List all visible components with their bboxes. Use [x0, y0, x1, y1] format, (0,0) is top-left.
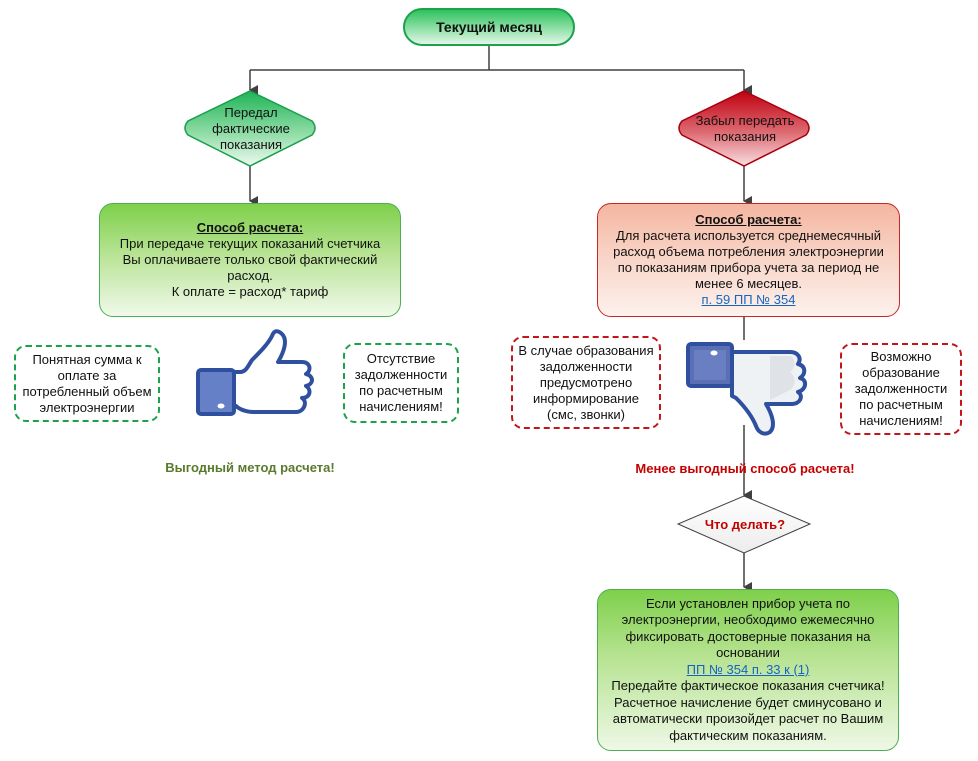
action-line: Если установлен прибор учета по [645, 595, 851, 611]
decision-left-shape [184, 90, 316, 167]
note-right-possible-debt: Возможно образование задолженности по ра… [840, 343, 962, 435]
verdict-right: Менее выгодный способ расчета! [610, 459, 880, 477]
decision-right-label: Забыл передать показания [695, 113, 795, 144]
note-right-right-text: Возможно образование задолженности по ра… [854, 349, 948, 428]
start-label: Текущий месяц [436, 19, 542, 35]
method-right-line: Для расчета используется среднемесячный [615, 228, 882, 243]
question-label: Что делать? [704, 516, 786, 532]
method-right-line: расход объема потребления электроэнергии [613, 244, 884, 259]
verdict-right-text: Менее выгодный способ расчета! [635, 460, 855, 476]
method-right-title: Способ расчета: [695, 212, 802, 227]
method-box-left: Способ расчета: При передаче текущих пок… [99, 203, 401, 317]
thumbs-up-icon [196, 329, 314, 416]
verdict-left-text: Выгодный метод расчета! [165, 459, 335, 475]
action-line: фиксировать достоверные показания на [625, 628, 871, 644]
method-box-right: Способ расчета: Для расчета используется… [597, 203, 900, 317]
question-node: Что делать? [690, 512, 800, 536]
action-line: основании [716, 645, 780, 661]
action-link[interactable]: ПП № 354 п. 33 к (1) [686, 661, 810, 677]
decision-right: Забыл передать показания [682, 100, 808, 158]
action-line: электроэнергии, необходимо ежемесячно [621, 612, 875, 628]
thumbs-down-icon [686, 342, 807, 436]
method-right-link[interactable]: п. 59 ПП № 354 [701, 292, 796, 307]
method-left-line: расход. [227, 268, 273, 283]
action-line: автоматически произойдет расчет по Вашим [612, 711, 884, 727]
action-line: Расчетное начисление будет сминусовано и [614, 694, 882, 710]
decision-left-label: Передал фактические показания [212, 105, 290, 152]
connectors [249, 46, 752, 592]
method-left-line: При передаче текущих показаний счетчика [119, 236, 381, 251]
note-left-understandable-sum: Понятная сумма к оплате за потребленный … [14, 345, 160, 422]
note-left-text: Понятная сумма к оплате за потребленный … [22, 351, 152, 415]
method-right-line: по показаниям прибора учета за период не [617, 260, 880, 275]
method-left-title: Способ расчета: [196, 220, 304, 235]
note-right-notification: В случае образования задолженности преду… [511, 336, 661, 429]
action-line: Передайте фактическое показания счетчика… [611, 678, 885, 694]
method-right-line: менее 6 месяцев. [694, 276, 802, 291]
verdict-left: Выгодный метод расчета! [120, 458, 380, 476]
method-left-line: К оплате = расход* тариф [171, 284, 329, 299]
start-node: Текущий месяц [403, 8, 575, 46]
method-left-line: Вы оплачиваете только свой фактический [122, 252, 378, 267]
action-box: Если установлен прибор учета по электроэ… [597, 589, 899, 751]
note-left-no-debt: Отсутствие задолженности по расчетным на… [343, 343, 459, 423]
decision-right-shape [678, 90, 810, 167]
action-line: фактическим показаниям. [669, 727, 827, 743]
question-shape [676, 495, 812, 554]
decision-left: Передал фактические показания [190, 100, 312, 158]
note-left-right-text: Отсутствие задолженности по расчетным на… [354, 351, 448, 414]
note-right-left-text: В случае образования задолженности преду… [518, 342, 654, 422]
